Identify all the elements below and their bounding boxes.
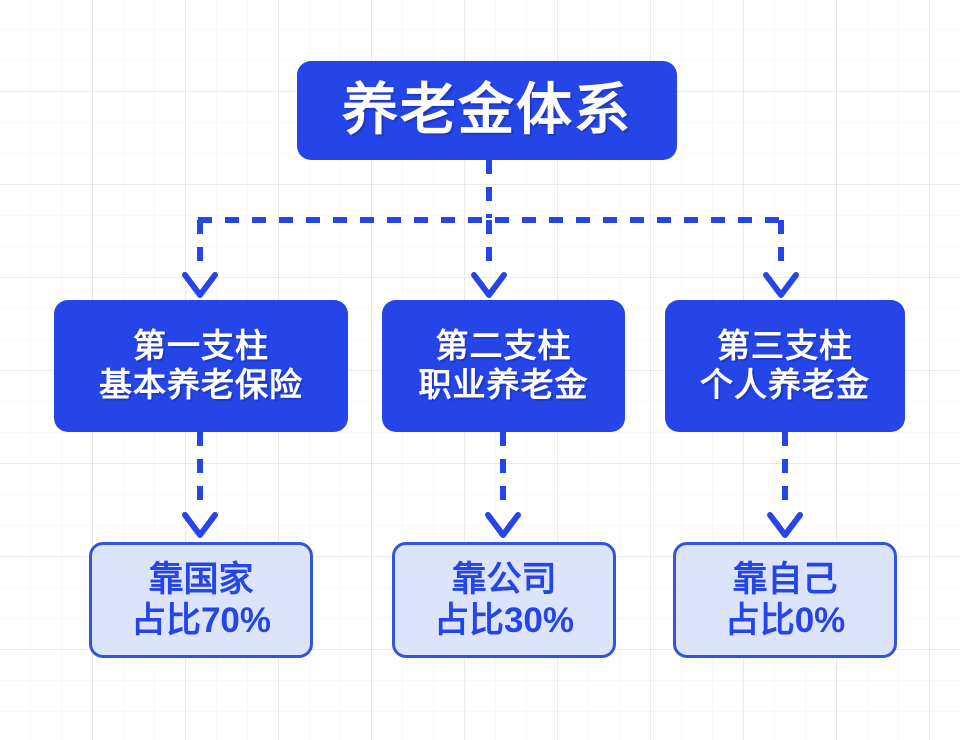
outcome-2-share: 占比30% (433, 601, 575, 640)
arrowhead-to-outcome-2 (485, 512, 521, 538)
outcome-2-source: 靠公司 (451, 559, 557, 599)
arrowhead-to-pillar-2 (471, 272, 507, 298)
pillar-3-subheading: 个人养老金 (700, 366, 870, 403)
outcome-1-source: 靠国家 (148, 559, 254, 599)
arrowhead-to-pillar-1 (182, 272, 218, 298)
outcome-node-2[interactable]: 靠公司 占比30% (392, 542, 616, 658)
pillar-1-subheading: 基本养老保险 (99, 366, 303, 403)
outcome-node-3[interactable]: 靠自己 占比0% (673, 542, 897, 658)
diagram-title-node: 养老金体系 (297, 61, 677, 160)
outcome-node-1[interactable]: 靠国家 占比70% (89, 542, 313, 658)
pillar-1-heading: 第一支柱 (133, 327, 269, 365)
pillar-node-3[interactable]: 第三支柱 个人养老金 (665, 300, 905, 432)
outcome-1-share: 占比70% (130, 601, 272, 640)
pillar-2-heading: 第二支柱 (435, 327, 572, 365)
outcome-3-share: 占比0% (724, 601, 846, 640)
outcome-3-source: 靠自己 (732, 559, 838, 599)
pillar-3-heading: 第三支柱 (717, 327, 853, 365)
diagram-title-text: 养老金体系 (342, 78, 632, 142)
pillar-node-2[interactable]: 第二支柱 职业养老金 (382, 300, 625, 432)
arrowhead-to-outcome-1 (182, 512, 218, 538)
arrowhead-to-pillar-3 (763, 272, 799, 298)
pillar-node-1[interactable]: 第一支柱 基本养老保险 (54, 300, 348, 432)
arrowhead-to-outcome-3 (767, 512, 803, 538)
pillar-2-subheading: 职业养老金 (418, 366, 589, 403)
